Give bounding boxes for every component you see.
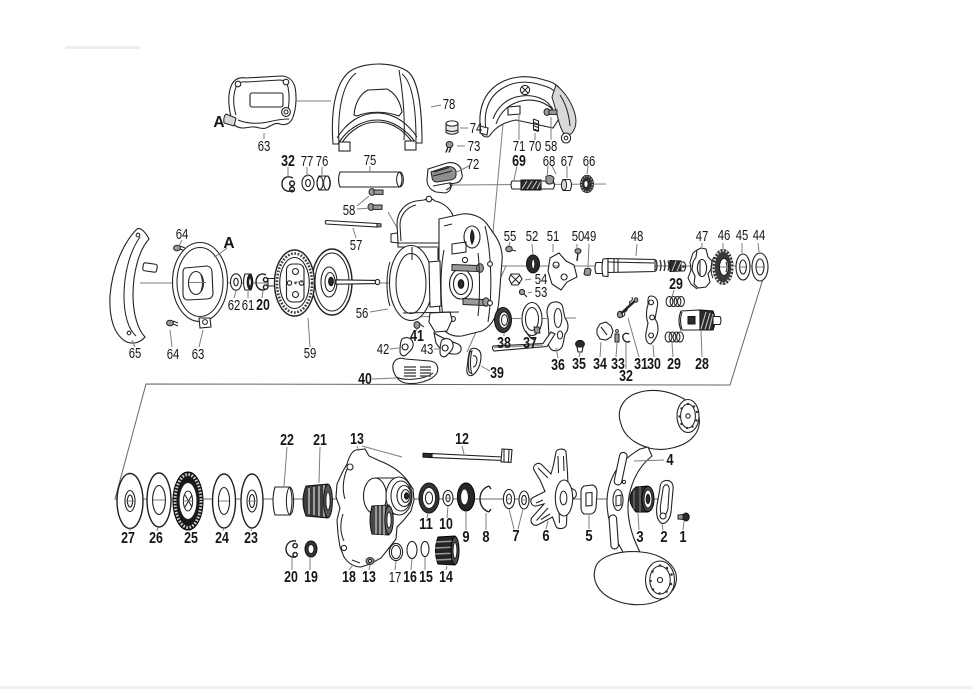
svg-text:34: 34 [593,356,607,373]
svg-text:32: 32 [281,153,295,170]
svg-text:23: 23 [244,530,258,547]
svg-text:30: 30 [647,356,661,373]
svg-text:32: 32 [619,368,633,385]
svg-text:62: 62 [228,298,241,314]
svg-text:33: 33 [611,356,625,373]
svg-text:46: 46 [718,228,731,244]
svg-text:59: 59 [304,346,317,362]
svg-text:64: 64 [167,347,180,363]
svg-text:41: 41 [410,328,424,345]
svg-text:28: 28 [695,356,709,373]
svg-text:10: 10 [439,516,453,533]
svg-text:66: 66 [583,154,596,170]
svg-text:A: A [223,235,234,252]
svg-text:1: 1 [679,529,687,546]
svg-text:12: 12 [455,431,469,448]
svg-text:38: 38 [497,335,511,352]
svg-text:15: 15 [419,569,433,586]
svg-text:49: 49 [584,229,597,245]
svg-text:25: 25 [184,530,198,547]
svg-text:75: 75 [364,153,377,169]
svg-text:6: 6 [542,528,550,545]
svg-text:54: 54 [535,272,548,288]
svg-text:57: 57 [350,238,363,254]
svg-text:20: 20 [284,569,298,586]
svg-text:9: 9 [462,529,470,546]
svg-text:51: 51 [547,229,560,245]
svg-text:27: 27 [121,530,135,547]
svg-text:21: 21 [313,432,327,449]
svg-text:31: 31 [634,356,648,373]
svg-text:36: 36 [551,357,565,374]
svg-text:18: 18 [342,569,356,586]
svg-text:67: 67 [561,154,574,170]
svg-text:11: 11 [419,516,433,533]
svg-text:58: 58 [343,203,356,219]
svg-text:71: 71 [513,139,526,155]
svg-text:42: 42 [377,342,390,358]
svg-text:52: 52 [526,229,539,245]
svg-text:44: 44 [753,228,766,244]
svg-text:22: 22 [280,432,294,449]
svg-text:63: 63 [192,347,205,363]
svg-text:19: 19 [304,569,318,586]
svg-text:29: 29 [669,276,683,293]
svg-text:78: 78 [443,97,456,113]
svg-text:77: 77 [301,154,314,170]
svg-text:56: 56 [356,306,369,322]
svg-text:55: 55 [504,229,517,245]
svg-text:76: 76 [316,154,329,170]
svg-text:24: 24 [215,530,229,547]
svg-text:39: 39 [490,365,504,382]
svg-text:45: 45 [736,228,749,244]
svg-text:13: 13 [362,569,376,586]
svg-text:69: 69 [512,153,526,170]
svg-text:65: 65 [129,346,142,362]
svg-text:17: 17 [389,570,402,586]
svg-text:3: 3 [636,529,644,546]
svg-text:53: 53 [535,285,548,301]
svg-text:73: 73 [468,139,481,155]
svg-text:64: 64 [176,227,189,243]
svg-text:58: 58 [545,139,558,155]
svg-text:26: 26 [149,530,163,547]
svg-text:61: 61 [242,298,255,314]
svg-text:72: 72 [467,157,480,173]
svg-text:20: 20 [256,297,270,314]
svg-text:14: 14 [439,569,453,586]
svg-text:70: 70 [529,139,542,155]
svg-text:74: 74 [470,121,483,137]
svg-text:63: 63 [258,139,271,155]
svg-text:5: 5 [585,528,593,545]
svg-text:2: 2 [660,529,667,546]
svg-text:68: 68 [543,154,556,170]
svg-text:7: 7 [512,528,519,545]
svg-text:37: 37 [523,335,537,352]
svg-text:16: 16 [403,569,417,586]
svg-text:8: 8 [482,529,490,546]
svg-text:50: 50 [572,229,585,245]
svg-text:29: 29 [667,356,681,373]
svg-text:35: 35 [572,356,586,373]
svg-text:13: 13 [350,431,364,448]
svg-text:4: 4 [666,452,674,469]
svg-text:43: 43 [421,342,434,358]
svg-text:40: 40 [358,371,372,388]
svg-text:A: A [213,114,224,131]
svg-text:47: 47 [696,229,709,245]
svg-text:48: 48 [631,229,644,245]
